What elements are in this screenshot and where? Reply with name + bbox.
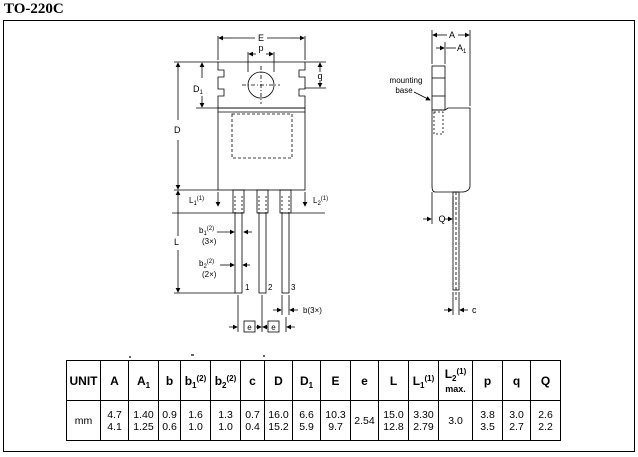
dim-E xyxy=(217,35,306,60)
column-header: A1 xyxy=(128,360,159,401)
column-header: b xyxy=(158,360,181,401)
leads xyxy=(232,189,292,294)
label-q: q xyxy=(317,71,322,81)
label-e1: e xyxy=(247,323,252,332)
column-header: D xyxy=(264,360,293,401)
pin-1-label: 1 xyxy=(245,283,250,292)
label-b2: b2(2) xyxy=(199,259,214,270)
dim-A xyxy=(431,30,471,106)
page-title: TO-220C xyxy=(4,1,64,17)
column-header: c xyxy=(240,360,265,401)
dim-q xyxy=(305,61,326,89)
column-header: p xyxy=(472,360,503,401)
divider-marks xyxy=(129,354,265,358)
dim-L2 xyxy=(291,192,325,214)
column-header: b2(2) xyxy=(210,360,241,401)
label-L2: L2(1) xyxy=(313,196,328,207)
label-b3x: b(3×) xyxy=(303,306,322,315)
dim-c xyxy=(444,292,468,315)
label-L1: L1(1) xyxy=(189,196,204,207)
tab-outline xyxy=(217,61,306,109)
column-header: L1(1) xyxy=(408,360,439,401)
pin-3-label: 3 xyxy=(291,283,296,292)
label-b1: b1(2) xyxy=(199,226,214,237)
dim-A1 xyxy=(436,42,456,64)
column-header: L2(1)max. xyxy=(438,360,473,401)
body-outline xyxy=(217,107,306,191)
dim-b3x xyxy=(273,295,298,315)
label-mounting: mounting xyxy=(390,76,423,85)
column-header: Q xyxy=(530,360,561,401)
table-cell: 3.0 xyxy=(438,400,473,441)
dim-e xyxy=(229,295,295,333)
table-cell: mm xyxy=(66,400,101,441)
dim-D xyxy=(174,61,218,191)
label-c: c xyxy=(472,305,477,315)
mounting-base-leader xyxy=(413,91,431,101)
label-E: E xyxy=(258,33,264,43)
label-A: A xyxy=(449,30,455,40)
column-header: q xyxy=(502,360,531,401)
column-header: A xyxy=(100,360,129,401)
label-e2: e xyxy=(271,323,276,332)
label-A1: A1 xyxy=(457,43,467,55)
label-D1: D1 xyxy=(193,84,204,96)
label-p: p xyxy=(258,43,263,53)
side-view-outline xyxy=(431,65,471,300)
label-b2-count: (2×) xyxy=(202,270,217,279)
table-cell: 2.54 xyxy=(350,400,379,441)
column-header: D1 xyxy=(292,360,321,401)
column-header: L xyxy=(378,360,409,401)
column-header: b1(2) xyxy=(180,360,211,401)
label-base: base xyxy=(395,86,413,95)
dim-p xyxy=(247,51,275,72)
column-header: E xyxy=(320,360,351,401)
column-header: UNIT xyxy=(66,360,101,401)
dim-L xyxy=(174,190,235,294)
dim-L1 xyxy=(172,192,233,214)
label-D: D xyxy=(174,125,181,135)
label-b1-count: (3×) xyxy=(202,237,217,246)
column-header: e xyxy=(350,360,379,401)
dim-D1 xyxy=(196,61,218,109)
drawing-frame xyxy=(3,20,635,452)
label-Q: Q xyxy=(438,214,445,224)
label-L: L xyxy=(174,237,179,247)
dim-Q xyxy=(423,192,454,224)
pin-2-label: 2 xyxy=(268,283,273,292)
